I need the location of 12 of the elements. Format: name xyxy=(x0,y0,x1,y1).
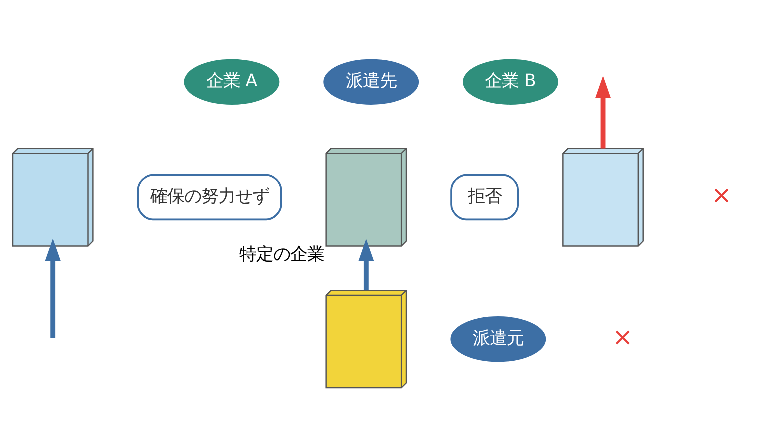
label: × xyxy=(612,322,634,352)
label: × xyxy=(711,180,732,210)
node-ellipse: 派遣元 xyxy=(450,316,546,362)
node-box: 確保の努力せず xyxy=(137,174,282,221)
arrow xyxy=(358,239,374,291)
arrow xyxy=(595,76,612,149)
node-label: 特定の企業 xyxy=(239,245,324,266)
node-ellipse: 企業 B xyxy=(463,59,558,105)
arrow xyxy=(45,238,61,338)
node-ellipse: 企業 A xyxy=(184,59,280,105)
node-ellipse: 派遣先 xyxy=(324,59,420,105)
node-box: 拒否 xyxy=(450,174,520,221)
